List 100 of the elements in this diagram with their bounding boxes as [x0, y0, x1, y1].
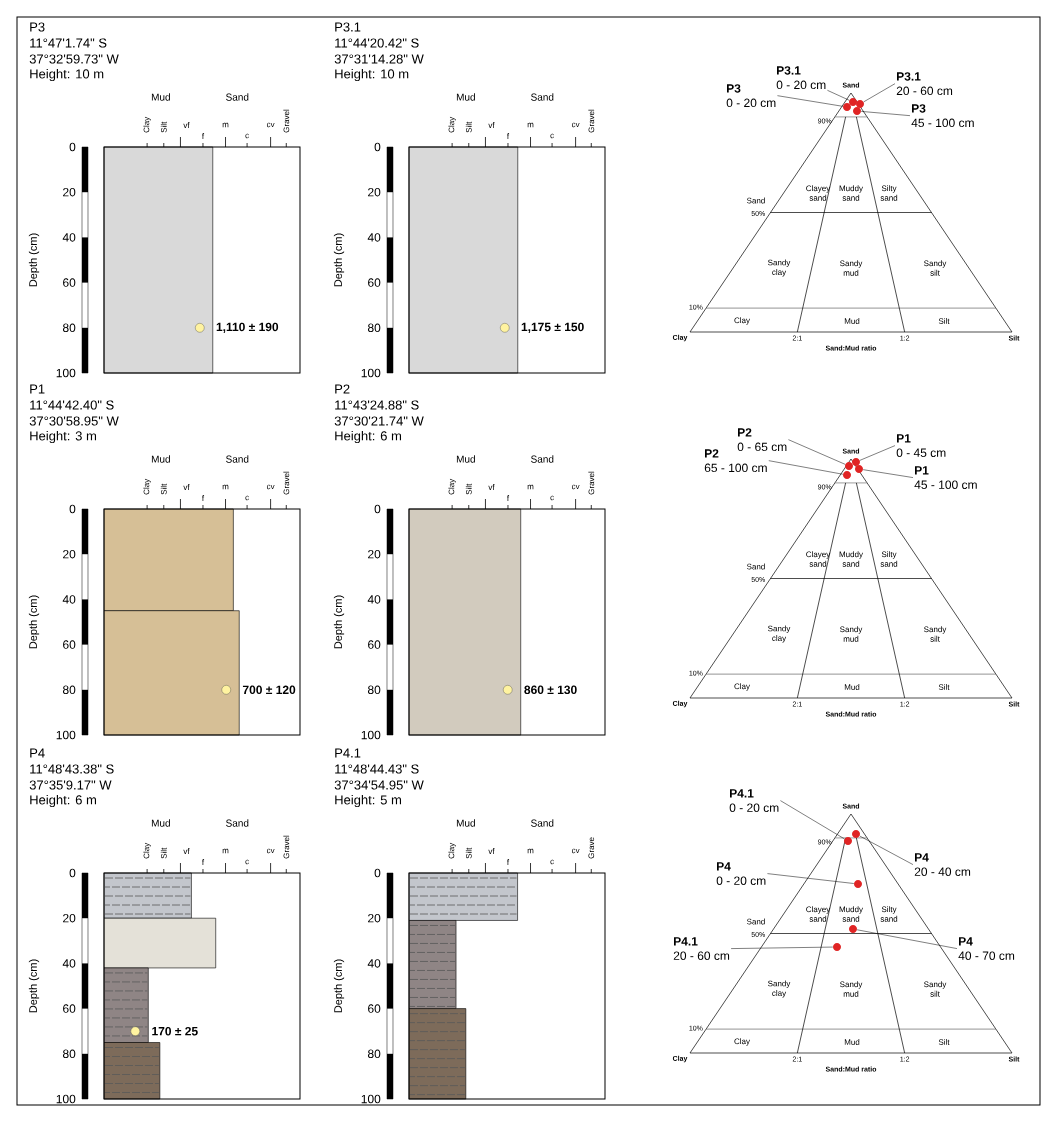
leader-line	[768, 460, 844, 475]
depth-tick-label: 80	[367, 685, 381, 695]
sample-label: P3.1 0 - 20 cm	[776, 66, 826, 90]
sample-label: P1 0 - 45 cm	[896, 434, 946, 457]
leader-line	[859, 445, 896, 461]
class-label: Mud	[844, 318, 860, 324]
coordinate-text: 37°30'21.74" W	[334, 416, 424, 426]
grain-size-label: m	[222, 122, 229, 128]
grain-size-label: f	[507, 133, 510, 139]
grain-size-label: Gravel	[283, 471, 290, 495]
depth-tick-label: 100	[361, 730, 381, 740]
leader-line	[862, 469, 914, 478]
grain-size-label: cv	[571, 122, 580, 128]
grain-size-label: cv	[571, 848, 580, 854]
leader-line	[856, 929, 958, 949]
depth-tick-label: 60	[368, 1004, 381, 1013]
depth-tick-label: 0	[69, 142, 76, 152]
age-label: 860 ± 130	[524, 685, 577, 695]
axis-title: Depth (cm)	[333, 233, 345, 287]
sample-label: P4 0 - 20 cm	[716, 862, 766, 885]
depth-tick-label: 0	[374, 142, 381, 152]
grain-size-label: Grave	[588, 837, 595, 859]
height-text: Height: 6 m	[335, 430, 401, 444]
coordinate-text: 11°48'43.38" S	[30, 764, 114, 774]
class-label: Sandy silt	[924, 260, 947, 276]
core-name: P3	[30, 22, 45, 32]
coordinate-text: 11°43'24.88" S	[335, 400, 419, 410]
grain-size-label: m	[527, 122, 534, 128]
age-label: 700 ± 120	[242, 685, 296, 695]
coordinate-text: 37°31'14.28" W	[334, 54, 424, 64]
grain-size-label: Clay	[448, 478, 456, 495]
height-text: Height: 10 m	[30, 68, 104, 82]
percent-label: Sand	[747, 918, 765, 925]
depth-tick-label: 40	[62, 959, 76, 968]
sample-label: P4.1 20 - 60 cm	[673, 937, 730, 960]
leader-line	[777, 95, 844, 107]
sample-label: P4 20 - 40 cm	[914, 853, 971, 876]
grain-size-label: Gravel	[283, 109, 290, 133]
grain-size-label: Silt	[465, 847, 472, 859]
height-text: Height: 3 m	[30, 430, 96, 444]
class-label: Clayey sand	[806, 906, 831, 922]
grain-class-label: Mud	[151, 819, 170, 827]
axis-title: Depth (cm)	[333, 959, 345, 1013]
grain-size-label: vf	[488, 848, 495, 854]
depth-tick-label: 100	[361, 1094, 381, 1104]
grain-size-label: vf	[183, 848, 190, 854]
sample-label: P4 40 - 70 cm	[958, 937, 1015, 960]
depth-tick-label: 0	[69, 868, 76, 878]
grain-size-label: c	[245, 859, 249, 865]
core-name: P4.1	[335, 748, 361, 758]
grain-size-label: vf	[488, 122, 495, 128]
core-name: P4	[30, 748, 45, 758]
depth-tick-label: 100	[56, 730, 76, 740]
grain-size-label: Silt	[465, 121, 472, 133]
class-label: Clay	[734, 317, 750, 325]
class-label: Sandy mud	[840, 981, 863, 997]
class-label: Silty sand	[880, 906, 898, 922]
leader-line	[827, 90, 850, 101]
grain-size-label: m	[222, 484, 229, 490]
depth-tick-label: 20	[368, 913, 381, 923]
class-label: Sandy mud	[840, 626, 863, 642]
grain-size-label: cv	[266, 484, 275, 490]
sample-label: P3 0 - 20 cm	[726, 84, 776, 108]
class-label: Sandy silt	[924, 981, 947, 997]
grain-class-label: Sand	[531, 93, 554, 101]
sample-label: P1 45 - 100 cm	[914, 466, 977, 489]
depth-tick-label: 0	[374, 504, 381, 514]
class-label: Silt	[938, 684, 950, 690]
depth-tick-label: 100	[56, 1094, 76, 1104]
class-label: Clay	[734, 1038, 750, 1046]
grain-size-label: f	[202, 495, 205, 501]
depth-tick-label: 60	[368, 278, 381, 287]
grain-size-label: Gravel	[588, 109, 595, 133]
age-label: 1,175 ± 150	[521, 322, 584, 333]
depth-tick-label: 40	[367, 233, 381, 242]
grain-size-label: f	[507, 859, 510, 865]
grain-size-label: Gravel	[283, 835, 290, 859]
coordinate-text: 11°44'20.42" S	[335, 38, 419, 48]
class-label: Muddy sand	[839, 551, 863, 567]
sample-label: P3 45 - 100 cm	[911, 104, 974, 128]
grain-size-label: Clay	[143, 842, 151, 859]
grain-size-label: cv	[571, 484, 580, 490]
core-name: P3.1	[335, 22, 361, 32]
depth-tick-label: 20	[368, 187, 381, 197]
grain-size-label: Silt	[160, 483, 167, 495]
axis-title: Depth (cm)	[333, 595, 345, 649]
class-label: Clayey sand	[806, 185, 831, 201]
leader-line	[859, 835, 914, 865]
depth-tick-label: 20	[368, 549, 381, 559]
grain-size-label: Silt	[465, 483, 472, 495]
depth-tick-label: 0	[374, 868, 381, 878]
grain-size-label: Gravel	[588, 471, 595, 495]
leader-line	[767, 873, 855, 884]
grain-size-label: f	[202, 133, 205, 139]
axis-title: Depth (cm)	[28, 233, 40, 287]
axis-title: Depth (cm)	[28, 595, 40, 649]
leader-line	[780, 800, 845, 840]
coordinate-text: 11°47'1.74" S	[30, 38, 107, 48]
age-label: 1,110 ± 190	[216, 322, 279, 333]
grain-size-label: cv	[266, 122, 275, 128]
